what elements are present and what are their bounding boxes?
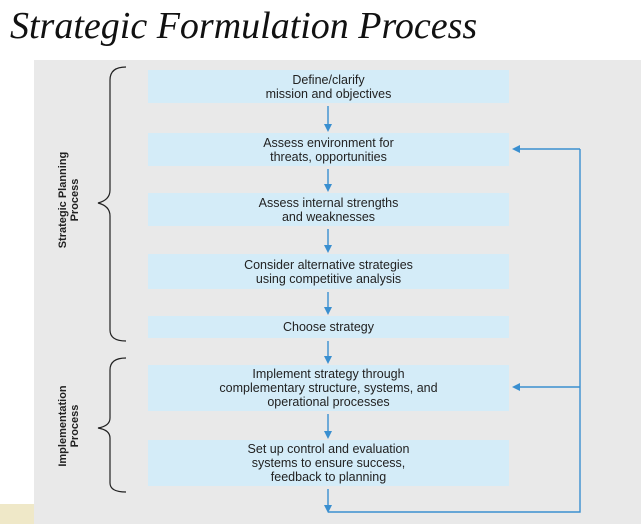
feedback-line xyxy=(328,149,581,513)
step-text: Choose strategy xyxy=(282,320,375,334)
corner-decoration xyxy=(0,504,34,524)
step-assess-environment: Assess environment for threats, opportun… xyxy=(148,133,509,166)
group-brackets xyxy=(97,66,127,493)
step-choose-strategy: Choose strategy xyxy=(148,316,509,338)
bracket-strategic-planning xyxy=(97,66,127,342)
step-assess-internal: Assess internal strengths and weaknesses xyxy=(148,193,509,226)
step-text: Set up control and evaluation systems to… xyxy=(247,442,410,484)
step-text: Define/clarify mission and objectives xyxy=(265,72,392,101)
step-consider-alternatives: Consider alternative strategies using co… xyxy=(148,254,509,289)
step-text: Implement strategy through complementary… xyxy=(219,367,438,409)
step-text: Assess environment for threats, opportun… xyxy=(263,135,394,164)
page-title: Strategic Formulation Process xyxy=(10,5,478,47)
bracket-implementation xyxy=(97,357,127,493)
step-control-evaluation: Set up control and evaluation systems to… xyxy=(148,440,509,486)
step-text: Consider alternative strategies using co… xyxy=(244,257,413,286)
step-implement-strategy: Implement strategy through complementary… xyxy=(148,365,509,411)
step-text: Assess internal strengths and weaknesses xyxy=(258,195,399,224)
feedback-loop xyxy=(328,145,581,513)
step-define-mission: Define/clarify mission and objectives xyxy=(148,70,509,103)
